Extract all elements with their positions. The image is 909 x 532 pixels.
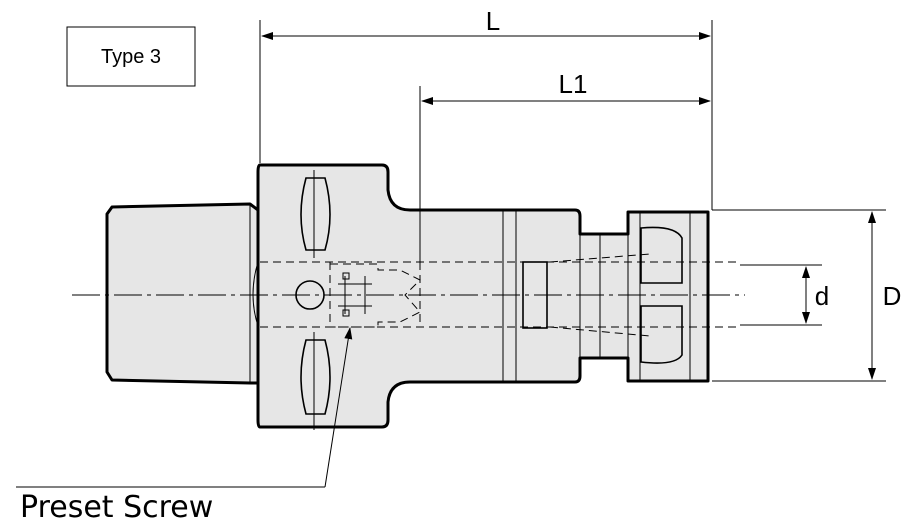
preset-screw [330,263,421,328]
dimension-d-large: D [868,211,902,380]
dimension-d-small-label: d [815,281,829,311]
dimension-l1-label: L1 [559,69,588,99]
extension-lines [259,20,886,382]
holder-body [105,163,710,429]
dimension-d-large-label: D [883,281,902,311]
preset-screw-callout: Preset Screw [16,327,353,525]
dimension-d-small: d [802,266,829,324]
taper-shank [105,202,260,385]
type-box: Type 3 [66,26,196,87]
type-label: Type 3 [101,46,161,68]
dimension-l1: L1 [421,69,711,105]
drive-slot-top [300,170,331,258]
flange-body [256,163,710,429]
dimension-l: L [261,6,711,40]
preset-screw-label: Preset Screw [20,490,213,525]
body-details [249,170,691,430]
dimension-l-label: L [486,6,500,36]
drive-slot-bottom [300,332,331,430]
